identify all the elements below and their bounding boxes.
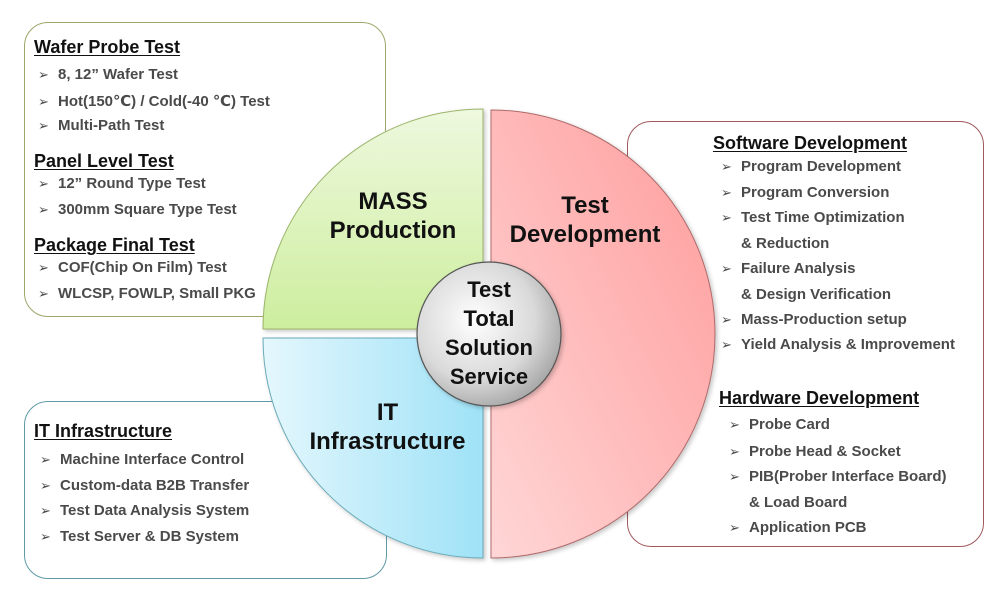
list-item: ➢Test Data Analysis System: [40, 502, 250, 519]
list-item: ➢WLCSP, FOWLP, Small PKG: [38, 285, 256, 302]
arrow-bullet-icon: ➢: [721, 261, 732, 276]
segment-label-test-development: Test Development: [509, 192, 661, 248]
list-item: ➢Custom-data B2B Transfer: [40, 477, 250, 494]
list-item: ➢Program Development: [721, 158, 902, 175]
arrow-bullet-icon: ➢: [38, 260, 49, 275]
arrow-bullet-icon: ➢: [40, 452, 51, 467]
section-title-software-development: Software Development: [713, 133, 908, 153]
list-item: ➢PIB(Prober Interface Board): [729, 468, 947, 485]
section-title-it-infrastructure: IT Infrastructure: [34, 421, 173, 441]
center-circle: [416, 261, 562, 407]
section-title-hardware-development: Hardware Development: [719, 388, 920, 408]
arrow-bullet-icon: ➢: [40, 529, 51, 544]
arrow-bullet-icon: ➢: [38, 94, 49, 109]
arrow-bullet-icon: ➢: [38, 286, 49, 301]
arrow-bullet-icon: ➢: [40, 478, 51, 493]
arrow-bullet-icon: ➢: [38, 67, 49, 82]
arrow-bullet-icon: ➢: [40, 503, 51, 518]
list-item: ➢12” Round Type Test: [38, 175, 206, 192]
list-item-continuation: & Load Board: [749, 494, 848, 511]
segment-label-mass-production: MASS Production: [329, 188, 457, 244]
arrow-bullet-icon: ➢: [38, 202, 49, 217]
segment-it-infrastructure: [262, 337, 484, 559]
list-item: ➢Test Server & DB System: [40, 528, 239, 545]
arrow-bullet-icon: ➢: [729, 417, 740, 432]
segment-test-development: [490, 109, 716, 559]
arrow-bullet-icon: ➢: [721, 312, 732, 327]
section-title-panel-level-test: Panel Level Test: [34, 151, 174, 171]
arrow-bullet-icon: ➢: [729, 444, 740, 459]
segment-label-it-infrastructure: IT Infrastructure: [309, 399, 466, 455]
list-item: ➢Probe Head & Socket: [729, 443, 901, 460]
arrow-bullet-icon: ➢: [729, 469, 740, 484]
list-item: ➢Test Time Optimization: [721, 209, 905, 226]
list-item: ➢Mass-Production setup: [721, 311, 907, 328]
arrow-bullet-icon: ➢: [721, 185, 732, 200]
section-title-package-final-test: Package Final Test: [34, 235, 195, 255]
list-item: ➢8, 12” Wafer Test: [38, 66, 179, 83]
list-item: ➢Multi-Path Test: [38, 117, 165, 134]
arrow-bullet-icon: ➢: [721, 159, 732, 174]
list-item: ➢Application PCB: [729, 519, 867, 536]
list-item: ➢Program Conversion: [721, 184, 890, 201]
list-item-continuation: & Design Verification: [741, 286, 892, 303]
center-label: Test Total Solution Service: [445, 277, 533, 389]
list-item: ➢Failure Analysis: [721, 260, 856, 277]
list-item: ➢300mm Square Type Test: [38, 201, 237, 218]
list-item-continuation: & Reduction: [741, 235, 830, 252]
list-item: ➢Hot(150℃) / Cold(-40 ℃) Test: [38, 93, 270, 110]
arrow-bullet-icon: ➢: [721, 210, 732, 225]
arrow-bullet-icon: ➢: [721, 337, 732, 352]
section-title-wafer-probe-test: Wafer Probe Test: [34, 37, 181, 57]
list-item: ➢Machine Interface Control: [40, 451, 245, 468]
arrow-bullet-icon: ➢: [38, 118, 49, 133]
segment-mass-production: [262, 108, 484, 330]
list-item: ➢Yield Analysis & Improvement: [721, 336, 955, 353]
list-item: ➢Probe Card: [729, 416, 830, 433]
list-item: ➢COF(Chip On Film) Test: [38, 259, 227, 276]
arrow-bullet-icon: ➢: [729, 520, 740, 535]
arrow-bullet-icon: ➢: [38, 176, 49, 191]
